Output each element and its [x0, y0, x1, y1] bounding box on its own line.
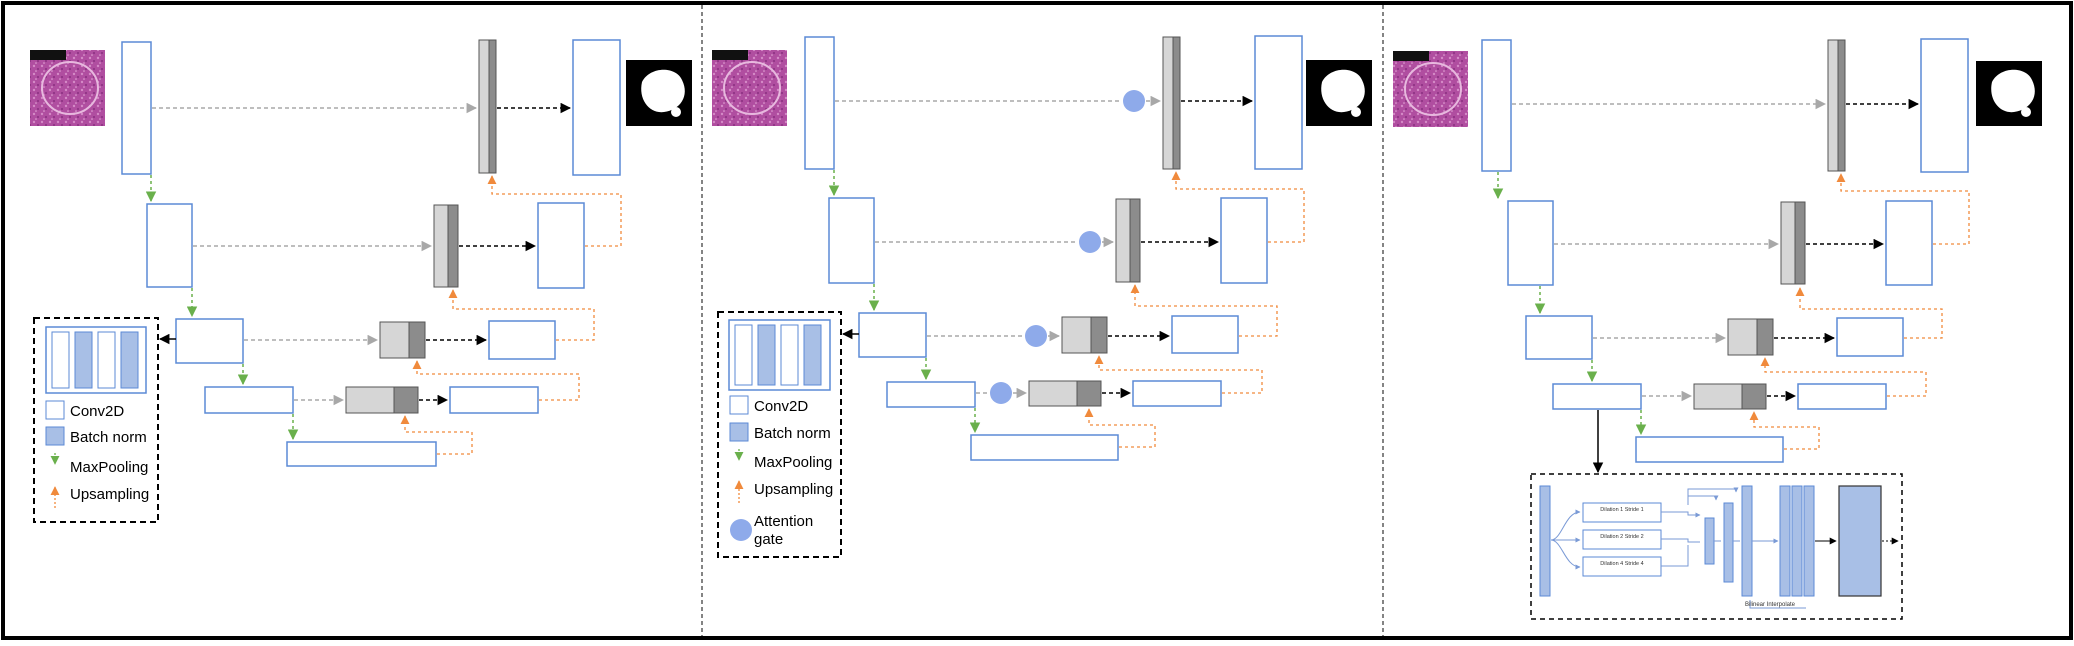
bilinear-interp-label: Bilinear Interpolate — [1745, 602, 1796, 608]
tissue-thumbnail — [712, 50, 787, 126]
attention-gate — [990, 382, 1012, 404]
attention-gate — [1079, 231, 1101, 253]
legend-upsampling: Upsampling — [70, 486, 149, 503]
decoder-block — [1132, 380, 1222, 407]
maxpool-arrow — [145, 175, 299, 441]
concat-block — [1061, 316, 1108, 354]
mask-thumbnail — [1976, 61, 2042, 126]
dilation-block: Dilation 1 Stride 1 Dilation 2 Stride 2 … — [1530, 473, 1903, 620]
skip-connection — [1512, 98, 1827, 402]
bottleneck-block — [970, 434, 1119, 461]
mask-thumbnail — [626, 60, 692, 126]
bottleneck-block — [286, 441, 437, 467]
encoder-block — [828, 197, 875, 284]
encoder-block — [858, 312, 927, 358]
encoder-block — [1552, 383, 1642, 410]
concat-block — [379, 321, 426, 359]
legend-maxpooling: MaxPooling — [70, 459, 148, 476]
dilation-branch-label: Dilation 4 Stride 4 — [1600, 561, 1643, 567]
encoder-block — [121, 41, 152, 175]
legend-maxpooling: MaxPooling — [754, 454, 832, 471]
encoder-block — [804, 36, 835, 170]
concat-block — [478, 39, 497, 174]
upsample-arrow — [1084, 171, 1305, 448]
concat-block — [1693, 383, 1767, 410]
decoder-block — [572, 39, 621, 176]
skip-connection — [835, 95, 1162, 399]
panel-dilated-unet: Dilation 1 Stride 1 Dilation 2 Stride 2 … — [1393, 38, 2042, 620]
encoder-block — [1507, 200, 1554, 286]
decoder-block — [1920, 38, 1969, 173]
concat-block — [1028, 380, 1102, 407]
legend-upsampling: Upsampling — [754, 481, 833, 498]
decoder-block — [488, 320, 556, 360]
encoder-block — [1525, 315, 1593, 360]
encoder-block — [204, 386, 294, 414]
legend-conv2d: Conv2D — [754, 398, 808, 415]
decoder-block — [1220, 197, 1268, 284]
batch-norm-swatch — [729, 422, 749, 442]
legend-conv2d: Conv2D — [70, 403, 124, 420]
forward-arrow — [419, 102, 572, 406]
concat-block — [1827, 39, 1846, 172]
forward-arrow — [1767, 98, 1920, 402]
forward-arrow — [1102, 95, 1254, 399]
legend-batch-norm: Batch norm — [754, 425, 831, 442]
encoder-block — [175, 318, 244, 364]
decoder-block — [449, 386, 539, 414]
upsample-arrow — [1749, 173, 1970, 450]
decoder-block — [1885, 200, 1933, 286]
concat-block — [1115, 198, 1141, 283]
tissue-thumbnail — [1393, 51, 1468, 127]
skip-connection — [152, 102, 478, 406]
conv2d-swatch — [45, 400, 65, 420]
panel-unet: Conv2D Batch norm MaxPooling Upsampling — [30, 39, 692, 523]
maxpool-arrow — [1492, 172, 1647, 436]
batch-norm-swatch — [45, 426, 65, 446]
legend: Conv2D Batch norm MaxPooling Upsampling … — [717, 311, 842, 558]
dilation-branch-label: Dilation 2 Stride 2 — [1600, 534, 1643, 540]
concat-block — [1780, 201, 1806, 285]
concat-block — [345, 386, 419, 414]
decoder-block — [1171, 315, 1239, 354]
decoder-block — [1254, 35, 1303, 170]
panel-attention-unet: Conv2D Batch norm MaxPooling Upsampling … — [712, 35, 1372, 558]
encoder-block — [1481, 39, 1512, 172]
legend: Conv2D Batch norm MaxPooling Upsampling — [33, 317, 159, 523]
conv2d-swatch — [729, 395, 749, 415]
decoder-block — [537, 202, 585, 289]
dilation-branch-label: Dilation 1 Stride 1 — [1600, 507, 1643, 513]
attention-gate — [1025, 325, 1047, 347]
tissue-thumbnail — [30, 50, 105, 126]
decoder-block — [1836, 317, 1904, 357]
concat-block — [1162, 36, 1181, 170]
encoder-block — [146, 203, 193, 288]
bottleneck-block — [1635, 436, 1784, 463]
maxpool-arrow — [828, 170, 981, 434]
attention-gate — [1123, 90, 1145, 112]
concat-block — [1727, 318, 1774, 356]
upsample-arrow — [400, 175, 622, 455]
legend-batch-norm: Batch norm — [70, 429, 147, 446]
encoder-block — [886, 381, 976, 408]
concat-block — [433, 204, 459, 288]
mask-thumbnail — [1306, 60, 1372, 126]
input-feature-map — [1539, 485, 1551, 597]
decoder-block — [1797, 383, 1887, 410]
